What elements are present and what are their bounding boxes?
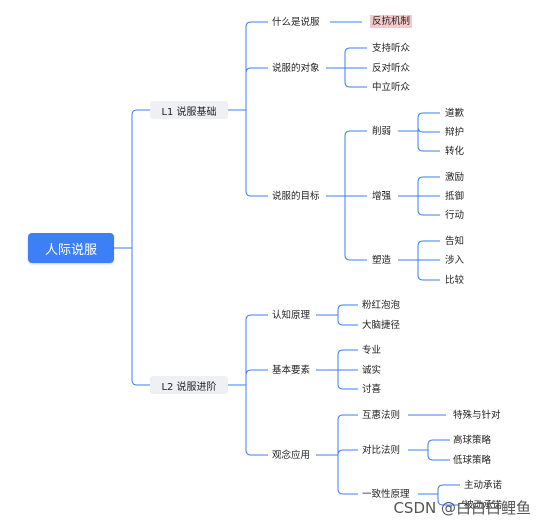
- node-goal[interactable]: 说服的目标: [272, 191, 320, 202]
- connector-shape: [398, 240, 440, 281]
- node-expertise[interactable]: 专业: [362, 345, 382, 356]
- node-consistency[interactable]: 一致性原理: [362, 489, 410, 500]
- node-involve[interactable]: 涉入: [445, 255, 465, 266]
- connector-root: [114, 109, 150, 386]
- node-goal-weaken[interactable]: 削弱: [372, 126, 392, 137]
- watermark: CSDN @白白白鲤鱼: [393, 499, 531, 517]
- node-goal-shape[interactable]: 塑造: [372, 255, 392, 266]
- connector-apply: [316, 414, 358, 495]
- connector-goal: [326, 130, 367, 261]
- node-contrast[interactable]: 对比法则: [362, 445, 401, 456]
- connector-cognition: [316, 304, 358, 326]
- node-pink-bubble[interactable]: 粉红泡泡: [362, 300, 401, 311]
- node-apology[interactable]: 道歉: [445, 108, 465, 119]
- node-defense[interactable]: 辩护: [445, 127, 465, 138]
- l1-node-advanced[interactable]: L2 说服进阶: [150, 376, 228, 394]
- node-audience-oppose[interactable]: 反对听众: [372, 63, 411, 74]
- node-low-ball[interactable]: 低球策略: [453, 455, 492, 466]
- connector-consistency: [418, 484, 460, 506]
- node-special-targeted[interactable]: 特殊与针对: [453, 410, 501, 421]
- node-audience-neutral[interactable]: 中立听众: [372, 82, 411, 93]
- node-cognition[interactable]: 认知原理: [272, 310, 311, 321]
- connector-contrast: [408, 439, 450, 461]
- connector-l2: [228, 314, 268, 456]
- node-compare[interactable]: 比较: [445, 275, 465, 286]
- node-audience-support[interactable]: 支持听众: [372, 43, 411, 54]
- node-reciprocity[interactable]: 互惠法则: [362, 410, 401, 421]
- node-what-is[interactable]: 什么是说服: [272, 17, 320, 28]
- node-goal-strengthen[interactable]: 增强: [372, 191, 392, 202]
- node-brain-shortcut[interactable]: 大脑捷径: [362, 320, 401, 331]
- node-inform[interactable]: 告知: [445, 236, 465, 247]
- node-honesty[interactable]: 诚实: [362, 365, 382, 376]
- connector-l1: [228, 21, 268, 197]
- connector-strengthen: [398, 176, 440, 216]
- node-likable[interactable]: 讨喜: [362, 384, 382, 395]
- connector-weaken: [398, 112, 440, 152]
- node-transform[interactable]: 转化: [445, 146, 465, 157]
- node-high-ball[interactable]: 高球策略: [453, 435, 492, 446]
- node-resistance[interactable]: 反抗机制: [370, 15, 413, 28]
- node-resist[interactable]: 抵御: [445, 191, 465, 202]
- node-action[interactable]: 行动: [445, 210, 465, 221]
- node-apply[interactable]: 观念应用: [272, 450, 311, 461]
- node-motivate[interactable]: 激励: [445, 172, 465, 183]
- connector-audience: [326, 47, 367, 88]
- node-passive-commit[interactable]: 被动承诺: [464, 500, 503, 511]
- root-node[interactable]: 人际说服: [28, 233, 114, 263]
- l1-node-basics[interactable]: L1 说服基础: [150, 101, 228, 119]
- connector-elements: [316, 349, 358, 390]
- node-resistance-label: 反抗机制: [370, 15, 413, 28]
- node-active-commit[interactable]: 主动承诺: [464, 480, 503, 491]
- node-audience[interactable]: 说服的对象: [272, 63, 320, 74]
- node-elements[interactable]: 基本要素: [272, 365, 311, 376]
